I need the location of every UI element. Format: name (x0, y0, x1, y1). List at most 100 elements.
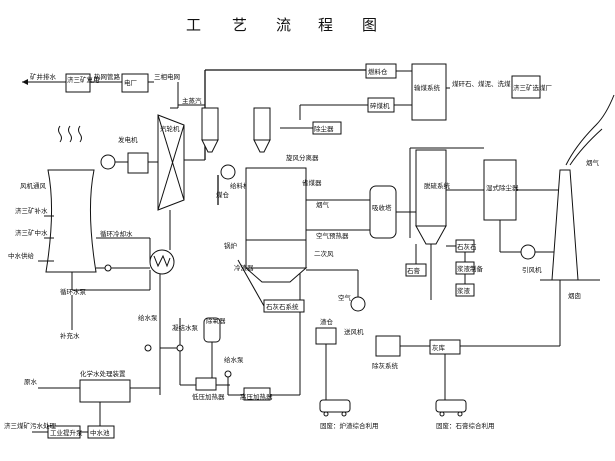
label-economizer: 省煤器 (302, 178, 322, 187)
absorber-tower (415, 149, 447, 227)
label-limestone: 石灰石 (457, 242, 477, 251)
label-coal-supply: 输煤系统 (414, 83, 441, 92)
label-lime-prep: 浆液制备 (457, 264, 484, 273)
slag-truck-wheel-2 (341, 411, 347, 417)
label-heat-pipe: 热网管路 (94, 72, 121, 81)
label-circ-pump: 循环水泵 (60, 287, 87, 296)
condenser-circle (149, 249, 175, 275)
turbine: 汽轮机 (157, 114, 205, 211)
label-slurry: 浆液 (457, 286, 471, 295)
label-chem-water: 化学水处理装置 (80, 369, 126, 378)
label-coal-types: 煤矸石、煤泥、洗煤 (452, 79, 511, 88)
label-mine-reuse: 济三矿复用 (67, 75, 100, 84)
wet-esp-box (483, 159, 517, 221)
label-bag-filter: 除尘器 (314, 124, 334, 133)
label-industrial-pump: 工业提升泵 (50, 428, 83, 437)
label-coal-mill: 给料机 (230, 181, 250, 190)
label-cooling-main: 济三矿补水 (15, 206, 48, 215)
label-slag-cooler: 冷渣器 (234, 263, 254, 272)
title-char-4: 程 (318, 16, 333, 34)
ash-truck-wheel-2 (457, 411, 463, 417)
label-fgd-tower: 吸收塔 (372, 203, 392, 212)
label-fd-fan: 送风机 (344, 327, 364, 336)
feed-pump-2-icon (176, 344, 184, 352)
label-generator: 发电机 (118, 135, 138, 144)
hp-heater-box (243, 387, 271, 401)
label-mine-dewater: 矿井排水 (30, 72, 57, 81)
label-boiler: 锅炉 (224, 241, 238, 250)
label-main-steam: 主蒸汽 (182, 96, 202, 105)
label-gypsum: 石膏 (407, 266, 421, 275)
label-flue-gas: 烟气 (316, 200, 330, 209)
label-mine-coal: 济三矿选煤厂 (513, 83, 553, 92)
feedwater-train: 给水泵 凝结水泵 除氧器 给水泵 低压加热器 高压加热器 (138, 260, 301, 401)
feeder-icon (220, 164, 236, 180)
label-wind: 风机通风 (20, 181, 47, 190)
box-mine-reuse (65, 73, 91, 93)
ash-slag: 渣仓 固废：炉渣综合利用 除灰系统 灰库 固废：石膏综合利用 冷渣器 (234, 263, 561, 430)
label-water-supply: 中水供给 (8, 251, 35, 260)
label-chimney: 烟囱 (568, 291, 581, 300)
label-gypsum-out: 固废：石膏综合利用 (436, 421, 495, 430)
label-wet-esp: 湿式除尘器 (486, 183, 519, 192)
chem-water-box (79, 379, 131, 403)
label-primary-air: 空气 (338, 293, 352, 302)
chem-water-treatment: 化学水处理装置 原水 工业提升泵 中水池 济三煤矿污水处理 (4, 369, 160, 439)
title-char-1: 工 (186, 16, 201, 34)
label-secondary-air: 二次风 (314, 249, 334, 258)
cooling-tower-shell (45, 169, 97, 273)
fgd-area: 吸收塔 脱硫系统 湿式除尘器 引风机 石膏 石灰石 浆液制备 浆液 (369, 147, 560, 300)
label-absorber: 脱硫系统 (424, 181, 451, 190)
coal-system-box (411, 63, 447, 121)
label-lp-heater: 低压加热器 (192, 392, 225, 401)
generator-circle (100, 154, 116, 170)
top-left-chain: 矿井排水 济三矿复用 热网管路 电厂 三相电网 (22, 72, 180, 109)
lp-heater-box (195, 377, 217, 391)
boiler-feed-pump-icon (224, 370, 232, 378)
ash-silo-box (315, 327, 337, 345)
dust-collector (369, 185, 397, 239)
diagram-title: 工 艺 流 程 图 (186, 16, 377, 34)
title-char-3: 流 (276, 16, 291, 34)
label-cyclone: 旋风分离器 (286, 153, 319, 162)
circ-pump-icon (104, 264, 112, 272)
cyclone-2-cone (253, 139, 271, 153)
cyclone-1 (201, 107, 219, 141)
condenser: 循环冷却水 循环水泵 补充水 (60, 210, 175, 340)
label-ash-system: 除灰系统 (372, 361, 399, 370)
label-coal-crusher: 碎煤机 (370, 101, 390, 110)
label-middle-pool: 中水池 (90, 428, 110, 437)
label-slag-out: 固废：炉渣综合利用 (320, 421, 379, 430)
cooling-tower: 风机通风 济三矿补水 济三矿中水 中水供给 (8, 125, 97, 273)
ash-truck-wheel-1 (439, 411, 445, 417)
title-char-2: 艺 (232, 16, 247, 34)
id-fan-icon (520, 244, 536, 260)
generator: 发电机 (100, 135, 158, 174)
cyclone-1-cone (201, 139, 219, 153)
feed-pump-1-icon (144, 344, 152, 352)
label-fly-ash: 灰库 (432, 343, 446, 352)
label-grid: 电厂 (124, 78, 138, 87)
label-hp-heater-2: 高压加热器 (240, 392, 273, 401)
label-deaerator: 除氧器 (206, 316, 226, 325)
label-air-preheater: 空气预热器 (316, 231, 349, 240)
generator-box (127, 152, 149, 174)
fd-fan-icon (350, 296, 366, 312)
label-desulfur: 石灰石系统 (266, 302, 299, 311)
absorber-cone (415, 225, 447, 245)
label-feed-pump: 凝结水泵 (172, 323, 199, 332)
chimney: 烟气 烟囱 (540, 94, 615, 300)
mine-coal-box (511, 75, 541, 99)
slag-truck (319, 399, 351, 413)
ash-system-box (375, 335, 401, 357)
slag-truck-wheel-1 (323, 411, 329, 417)
label-id-fan: 引风机 (522, 265, 542, 274)
label-hp-heater: 给水泵 (138, 313, 158, 322)
chimney-stack (551, 169, 579, 281)
label-circ-water: 循环冷却水 (100, 229, 133, 238)
ash-truck (435, 399, 467, 413)
label-ash-silo: 渣仓 (320, 317, 334, 326)
coal-supply: 燃料仓 碎煤机 输煤系统 煤矸石、煤泥、洗煤 济三矿选煤厂 (299, 63, 553, 121)
label-raw-water: 原水 (24, 377, 38, 386)
